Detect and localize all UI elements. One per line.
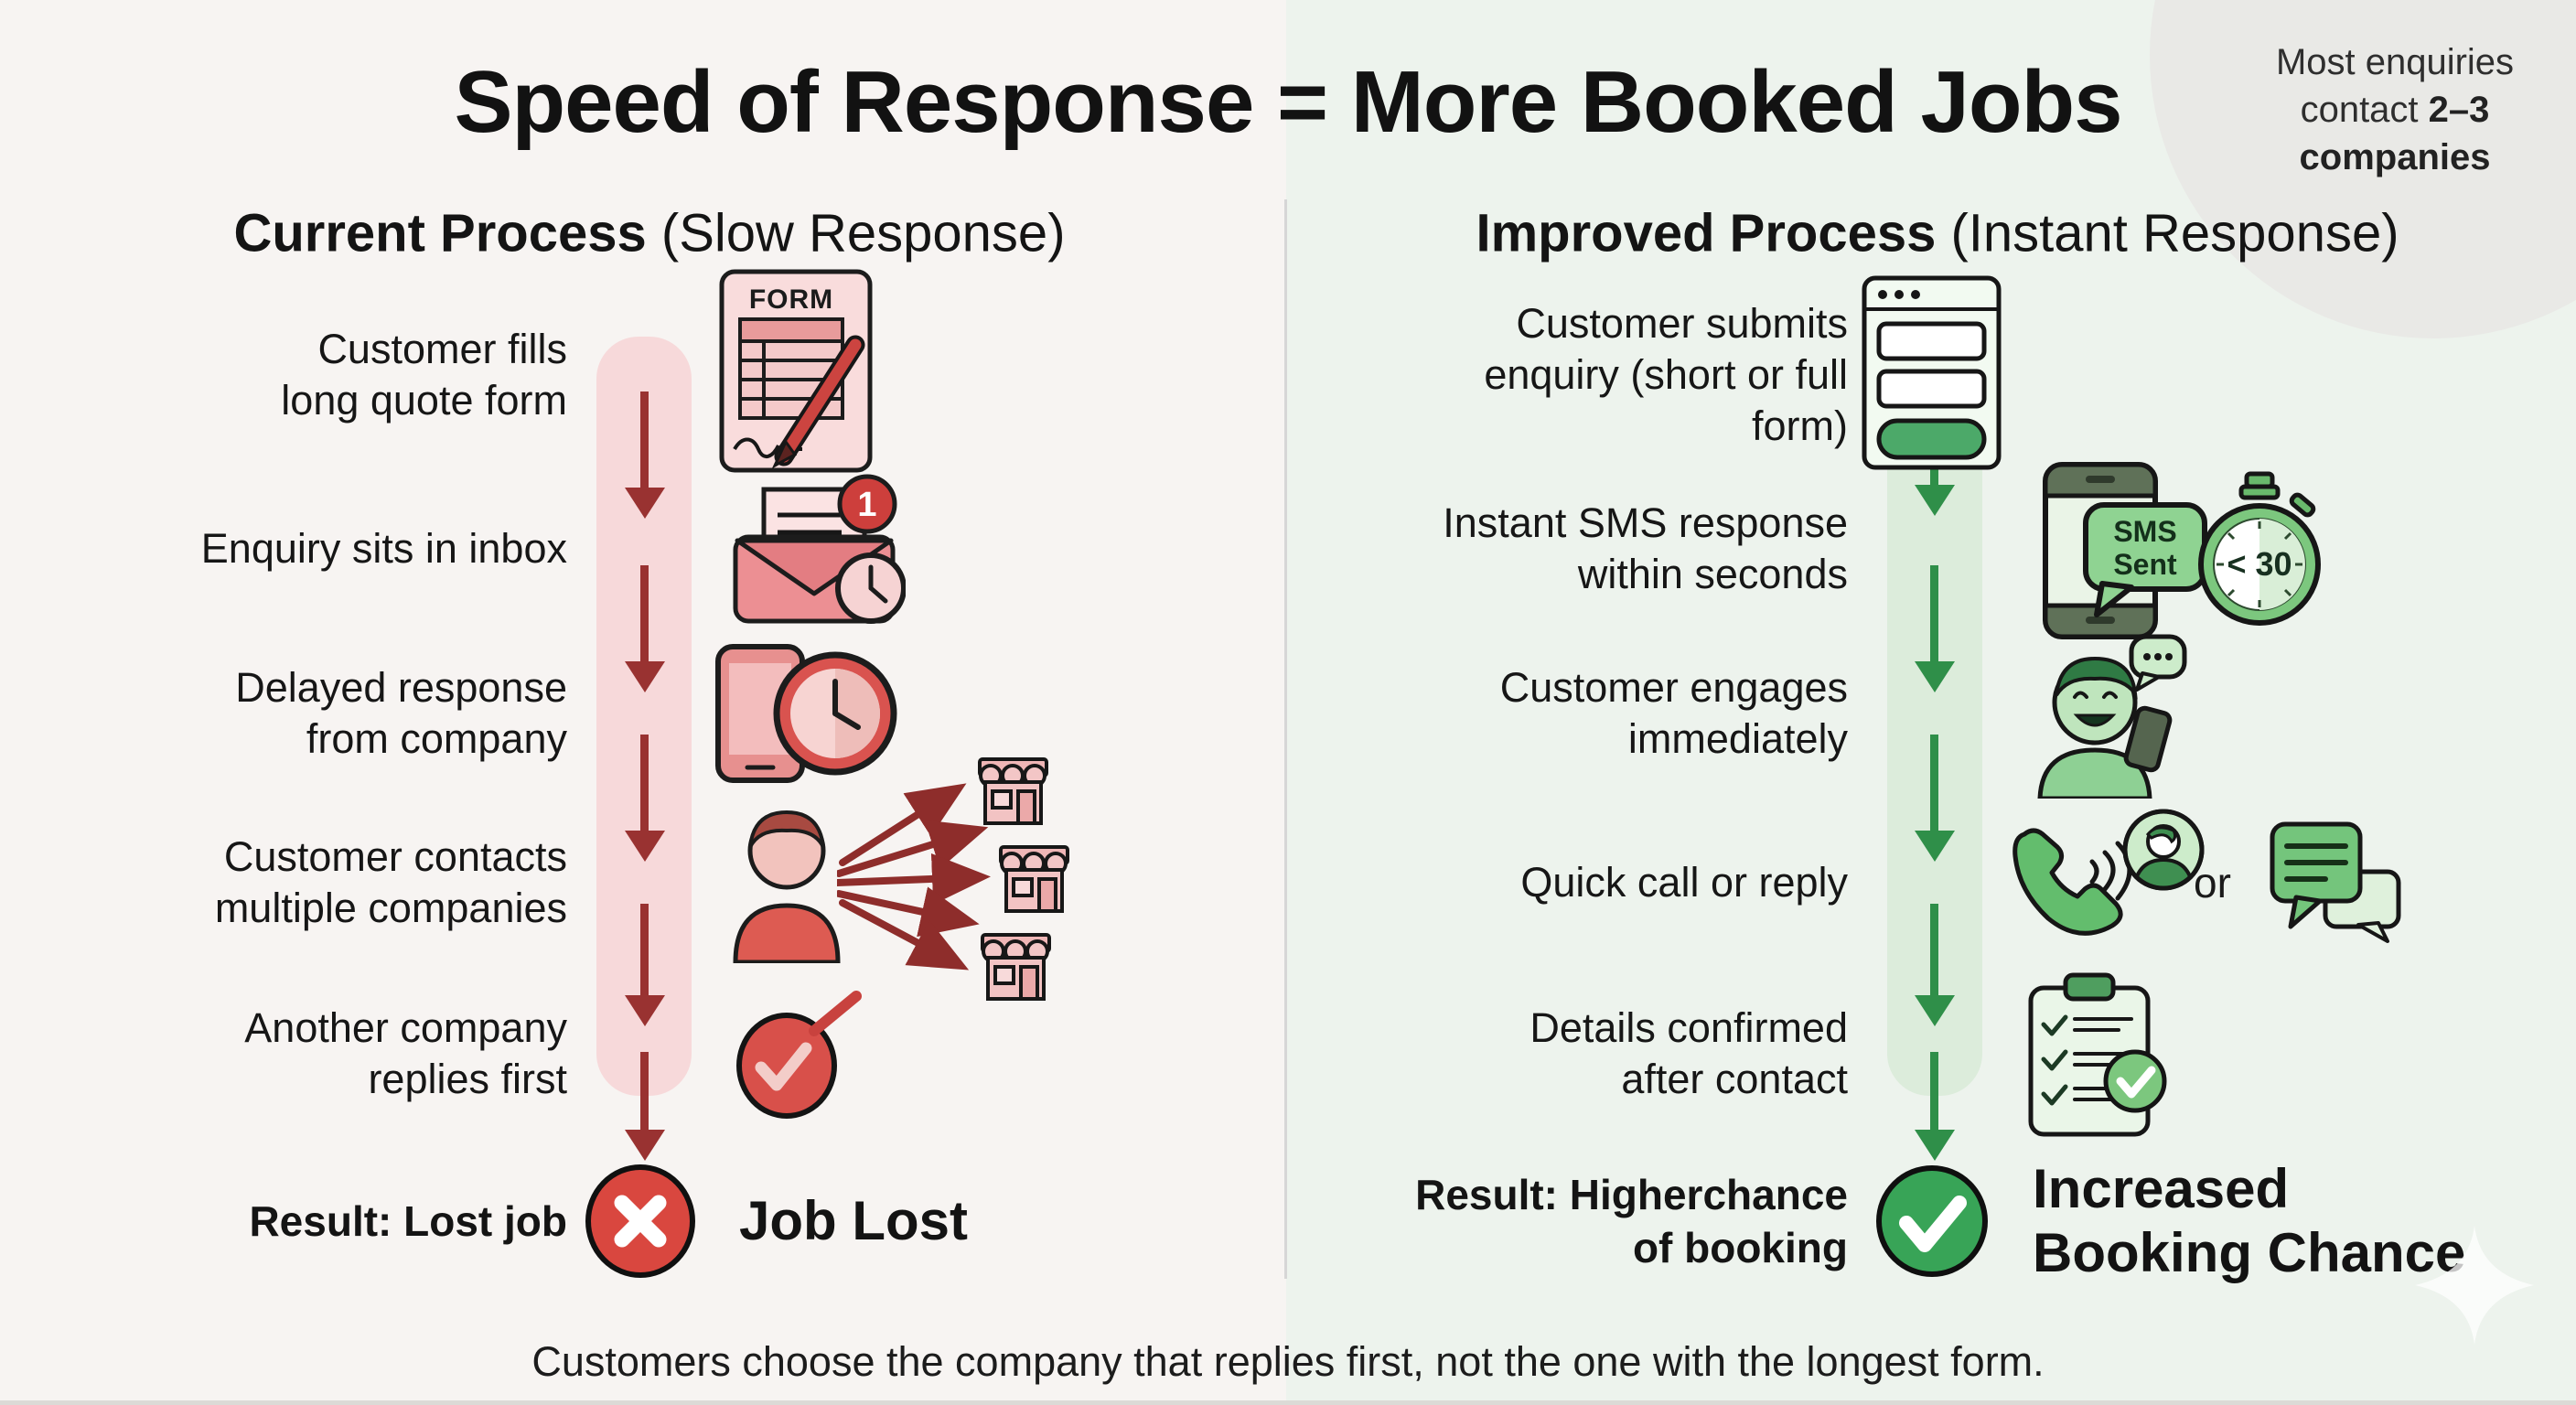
down-arrow-icon	[1930, 735, 1938, 831]
svg-text:SMS: SMS	[2113, 515, 2176, 548]
badge-line2: contact 2–3	[2300, 90, 2490, 130]
browser-form-icon	[1862, 275, 2002, 470]
store-icon	[981, 933, 1051, 1001]
call-icon	[2012, 828, 2132, 936]
chat-bubbles-icon	[2270, 821, 2401, 943]
x-circle-icon	[585, 1164, 695, 1278]
first-reply-check-icon	[736, 991, 862, 1119]
svg-text:Sent: Sent	[2113, 548, 2177, 581]
badge-line1: Most enquiries	[2275, 42, 2515, 82]
footer-note: Customers choose the company that replie…	[531, 1338, 2045, 1385]
step-sits-inbox: Enquiry sits in inbox	[200, 525, 567, 572]
down-arrow-icon	[640, 391, 649, 488]
svg-text:FORM: FORM	[749, 284, 833, 315]
check-circle-icon	[1876, 1165, 1988, 1277]
svg-text:1: 1	[857, 486, 876, 524]
fan-arrows-icon	[837, 783, 991, 971]
down-arrow-icon	[640, 904, 649, 995]
inbox-envelope-icon: 1	[733, 474, 906, 624]
customer-person-icon	[733, 810, 841, 963]
step-quick-call: Quick call or reply	[1520, 859, 1848, 906]
clipboard-checklist-icon	[2028, 972, 2167, 1137]
quote-form-icon: FORM	[719, 269, 873, 473]
store-icon	[999, 845, 1069, 913]
job-lost-label: Job Lost	[739, 1190, 968, 1251]
result-label-lost: Result: Lost job	[249, 1197, 567, 1245]
badge-line3: companies	[2299, 137, 2491, 177]
bottom-edge	[0, 1400, 2576, 1405]
column-divider	[1284, 199, 1287, 1279]
or-label: or	[2194, 859, 2231, 906]
engage-person-icon	[2037, 634, 2187, 799]
down-arrow-icon	[1930, 565, 1938, 661]
down-arrow-icon	[1930, 1052, 1938, 1130]
enquiries-badge: Most enquiries contact 2–3 companies	[2203, 38, 2576, 181]
stopwatch-icon: < 30	[2198, 471, 2321, 626]
avatar-icon	[2122, 809, 2205, 891]
down-arrow-icon	[640, 735, 649, 831]
sms-phone-icon: SMS Sent	[2043, 462, 2207, 639]
sparkle-icon	[2415, 1226, 2534, 1345]
svg-text:< 30: < 30	[2227, 545, 2292, 583]
heading-improved-process: Improved Process (Instant Response)	[1476, 203, 2399, 263]
down-arrow-icon	[1930, 904, 1938, 995]
down-arrow-icon	[640, 565, 649, 661]
heading-current-process: Current Process (Slow Response)	[233, 203, 1066, 263]
down-arrow-icon	[640, 1052, 649, 1130]
result-label-booking: Result: Higherchance of booking	[1415, 1171, 1848, 1271]
delayed-phone-clock-icon	[715, 644, 897, 783]
page-title: Speed of Response = More Booked Jobs	[454, 53, 2122, 151]
store-icon	[978, 757, 1048, 825]
